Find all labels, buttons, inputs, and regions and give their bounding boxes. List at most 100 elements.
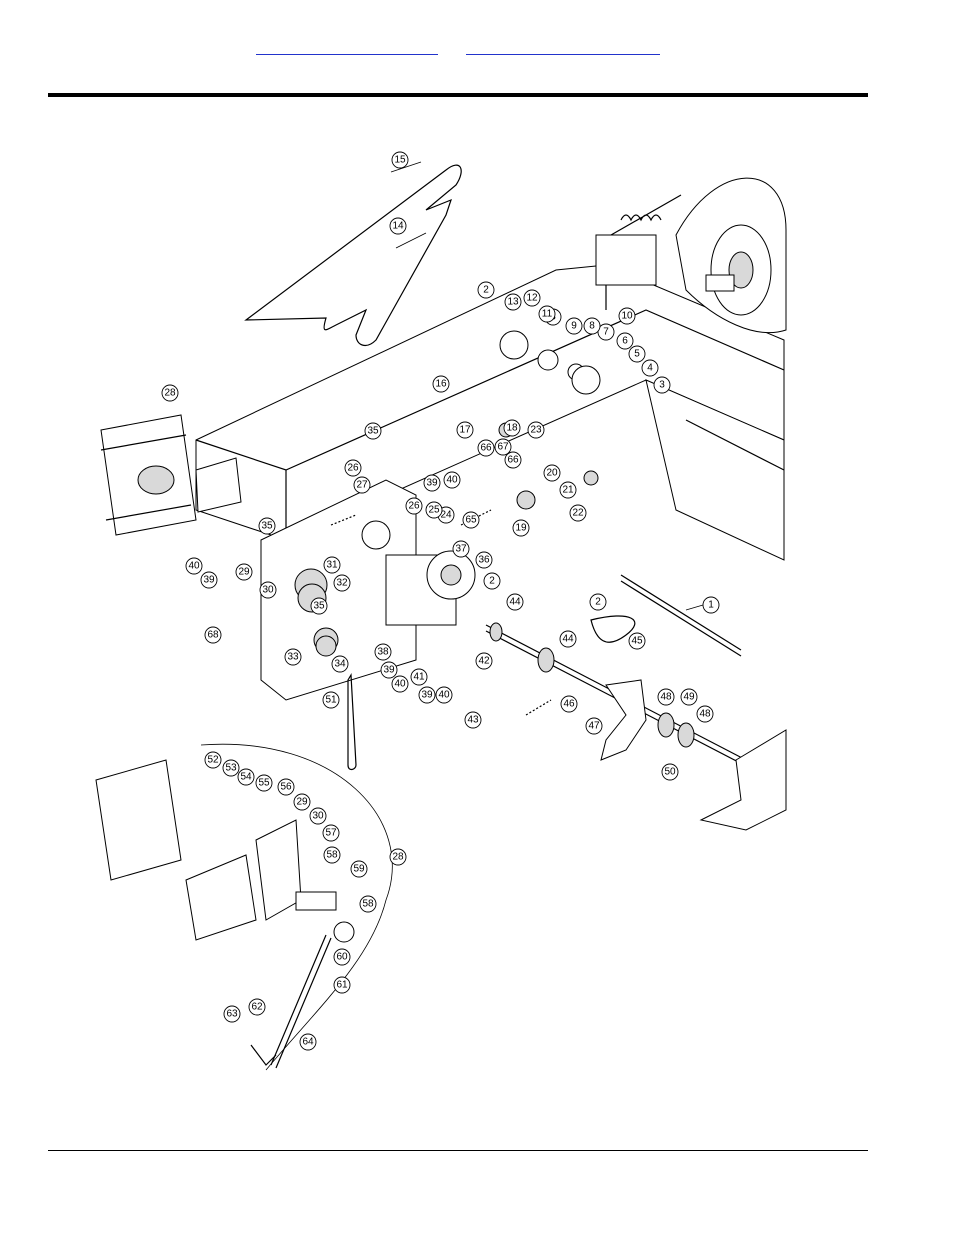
callout-64[interactable]: 64 — [299, 1033, 317, 1051]
callout-40[interactable]: 40 — [185, 557, 203, 575]
callout-31[interactable]: 31 — [323, 556, 341, 574]
callout-65[interactable]: 65 — [462, 511, 480, 529]
footer-rule — [48, 1150, 868, 1151]
callout-57[interactable]: 57 — [322, 824, 340, 842]
small-chains — [347, 615, 636, 771]
callout-6[interactable]: 6 — [616, 332, 634, 350]
callout-40c[interactable]: 40 — [391, 675, 409, 693]
callout-51[interactable]: 51 — [322, 691, 340, 709]
callout-28[interactable]: 28 — [161, 384, 179, 402]
callout-38[interactable]: 38 — [374, 643, 392, 661]
drive-shaft — [485, 574, 747, 767]
callout-8[interactable]: 8 — [583, 317, 601, 335]
callout-2[interactable]: 2 — [477, 281, 495, 299]
callout-39b[interactable]: 39 — [423, 474, 441, 492]
callout-12[interactable]: 12 — [523, 289, 541, 307]
callout-1[interactable]: 1 — [685, 596, 720, 614]
callout-40b[interactable]: 40 — [443, 471, 461, 489]
callout-53[interactable]: 53 — [222, 759, 240, 777]
callout-4[interactable]: 4 — [641, 359, 659, 377]
svg-text:17: 17 — [459, 425, 471, 436]
callout-30[interactable]: 30 — [259, 581, 277, 599]
callout-2b[interactable]: 2 — [483, 572, 501, 590]
callout-22[interactable]: 22 — [569, 504, 587, 522]
callout-54[interactable]: 54 — [237, 768, 255, 786]
callout-3b[interactable]: 3 — [653, 376, 671, 394]
header-link-1[interactable] — [256, 44, 438, 55]
callout-14[interactable]: 14 — [389, 217, 407, 235]
callout-56[interactable]: 56 — [277, 778, 295, 796]
callout-26[interactable]: 26 — [344, 459, 362, 477]
callout-50[interactable]: 50 — [661, 763, 679, 781]
callout-44[interactable]: 44 — [506, 593, 524, 611]
callout-34[interactable]: 34 — [331, 655, 349, 673]
svg-text:24: 24 — [440, 510, 452, 521]
callout-33[interactable]: 33 — [284, 648, 302, 666]
callout-40d[interactable]: 40 — [435, 686, 453, 704]
callout-43[interactable]: 43 — [464, 711, 482, 729]
callout-52[interactable]: 52 — [204, 751, 222, 769]
callout-49[interactable]: 49 — [680, 688, 698, 706]
callout-60[interactable]: 60 — [333, 948, 351, 966]
callout-9[interactable]: 9 — [565, 317, 583, 335]
callout-2c[interactable]: 2 — [589, 593, 607, 611]
callout-36[interactable]: 36 — [475, 551, 493, 569]
callout-48b[interactable]: 48 — [696, 705, 714, 723]
callout-35b[interactable]: 35 — [258, 517, 276, 535]
callout-29b[interactable]: 29 — [293, 793, 311, 811]
callout-35[interactable]: 35 — [364, 422, 382, 440]
callout-18[interactable]: 18 — [503, 419, 521, 437]
callout-46[interactable]: 46 — [560, 695, 578, 713]
callout-35c[interactable]: 35 — [310, 597, 328, 615]
callout-39d[interactable]: 39 — [418, 686, 436, 704]
callout-48[interactable]: 48 — [657, 688, 675, 706]
callout-68[interactable]: 68 — [204, 626, 222, 644]
callout-58[interactable]: 58 — [323, 846, 341, 864]
callout-41[interactable]: 41 — [410, 668, 428, 686]
callout-44b[interactable]: 44 — [559, 630, 577, 648]
svg-text:44: 44 — [509, 597, 521, 608]
callout-61[interactable]: 61 — [333, 976, 351, 994]
callout-32[interactable]: 32 — [333, 574, 351, 592]
callout-15[interactable]: 15 — [391, 151, 409, 169]
callout-45[interactable]: 45 — [628, 632, 646, 650]
svg-text:18: 18 — [506, 423, 518, 434]
callout-37[interactable]: 37 — [452, 540, 470, 558]
callout-21[interactable]: 21 — [559, 481, 577, 499]
callout-42[interactable]: 42 — [475, 652, 493, 670]
svg-text:26: 26 — [347, 463, 359, 474]
callout-27[interactable]: 27 — [353, 476, 371, 494]
callout-17[interactable]: 17 — [456, 421, 474, 439]
callout-13[interactable]: 13 — [504, 293, 522, 311]
callout-5[interactable]: 5 — [628, 345, 646, 363]
callouts: 1 2 2 2 3 3 4 5 6 7 8 9 10 11 12 13 14 1… — [161, 151, 720, 1051]
callout-16[interactable]: 16 — [432, 375, 450, 393]
svg-text:53: 53 — [225, 763, 237, 774]
callout-7[interactable]: 7 — [597, 323, 615, 341]
callout-20[interactable]: 20 — [543, 464, 561, 482]
callout-29[interactable]: 29 — [235, 563, 253, 581]
callout-26b[interactable]: 26 — [405, 497, 423, 515]
callout-30b[interactable]: 30 — [309, 807, 327, 825]
callout-58b[interactable]: 58 — [359, 895, 377, 913]
callout-39[interactable]: 39 — [200, 571, 218, 589]
callout-23[interactable]: 23 — [527, 421, 545, 439]
svg-text:44: 44 — [562, 634, 574, 645]
callout-19[interactable]: 19 — [512, 519, 530, 537]
callout-63[interactable]: 63 — [223, 1005, 241, 1023]
callout-11[interactable]: 11 — [538, 305, 556, 323]
callout-67[interactable]: 67 — [494, 438, 512, 456]
callout-59[interactable]: 59 — [350, 860, 368, 878]
callout-39c[interactable]: 39 — [380, 661, 398, 679]
callout-47[interactable]: 47 — [585, 717, 603, 735]
svg-text:36: 36 — [478, 555, 490, 566]
callout-66b[interactable]: 66 — [504, 451, 522, 469]
callout-28b[interactable]: 28 — [389, 848, 407, 866]
callout-10[interactable]: 10 — [618, 307, 636, 325]
callout-55[interactable]: 55 — [255, 774, 273, 792]
callout-66[interactable]: 66 — [477, 439, 495, 457]
callout-25[interactable]: 25 — [425, 501, 443, 519]
callout-62[interactable]: 62 — [248, 998, 266, 1016]
svg-text:40: 40 — [188, 561, 200, 572]
header-link-2[interactable] — [466, 44, 660, 55]
